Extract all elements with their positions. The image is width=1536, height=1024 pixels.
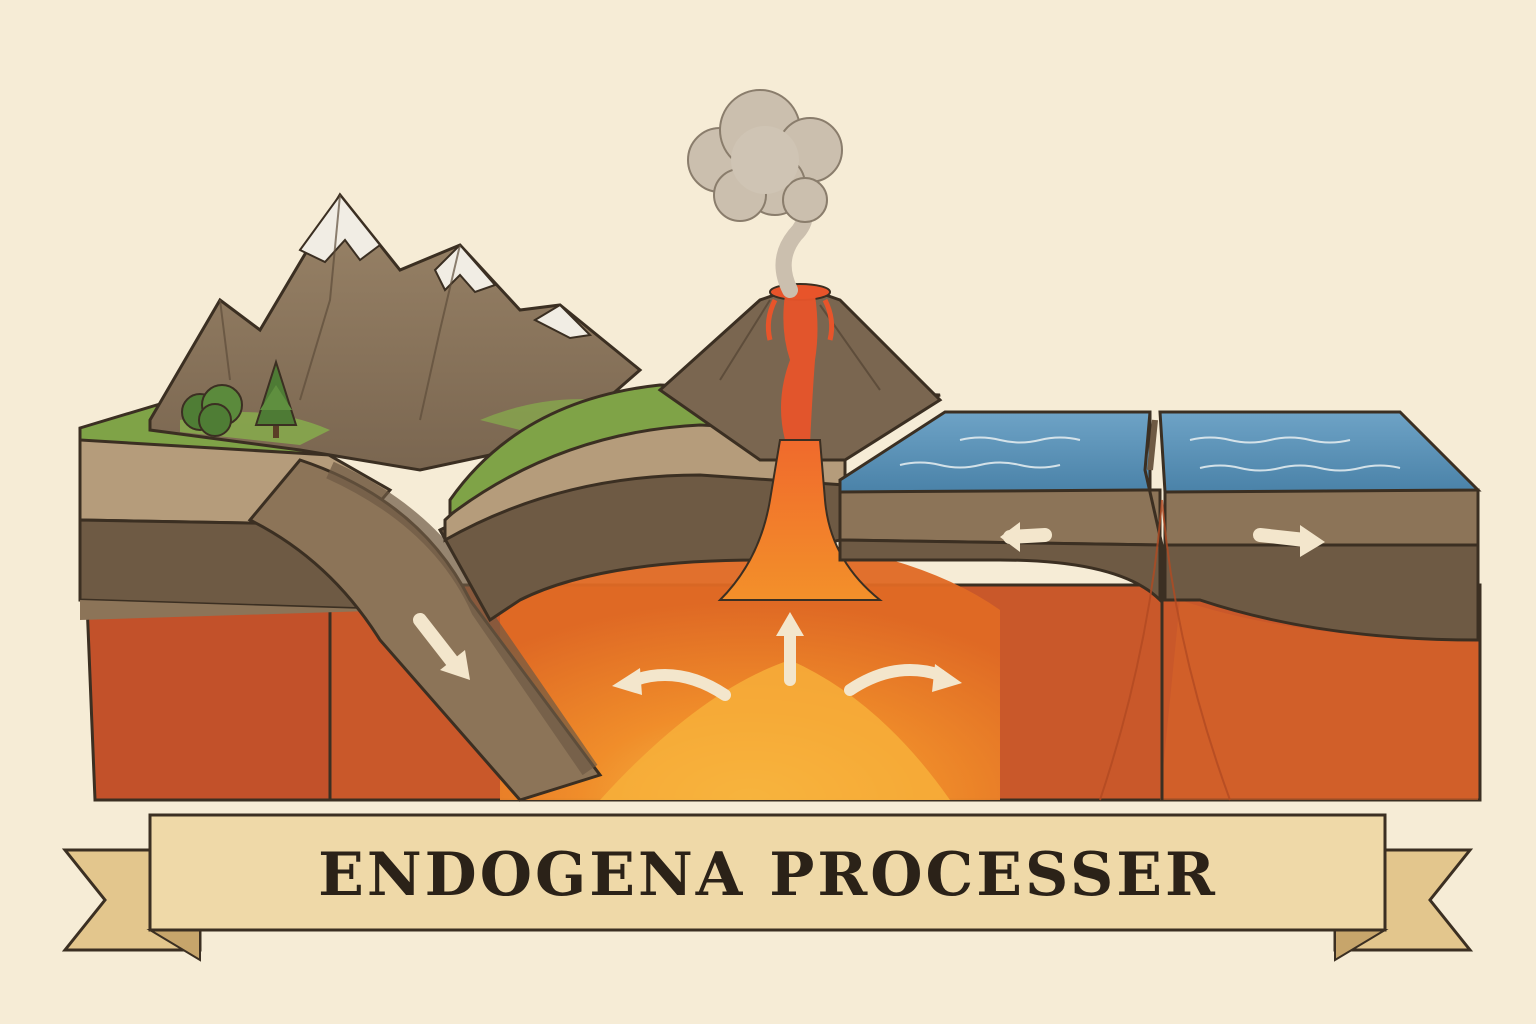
- title-banner: ENDOGENA PROCESSER: [65, 815, 1470, 960]
- banner-title: ENDOGENA PROCESSER: [318, 840, 1218, 910]
- ocean-water-right: [1160, 412, 1478, 492]
- smoke-plume: [688, 90, 842, 290]
